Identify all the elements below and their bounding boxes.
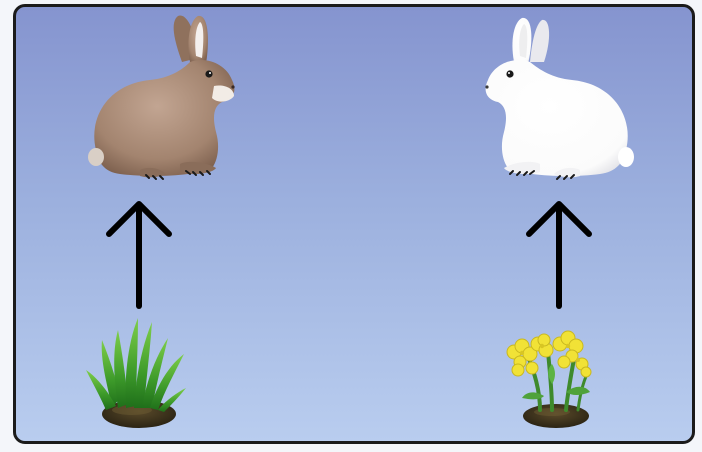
brown-rabbit-icon: [88, 15, 235, 179]
yellow-flower-icon: [507, 331, 591, 428]
grass-icon: [86, 318, 186, 428]
arrow-up-icon: [529, 204, 589, 306]
white-rabbit-icon: [485, 18, 634, 179]
arrow-up-icon: [109, 204, 169, 306]
